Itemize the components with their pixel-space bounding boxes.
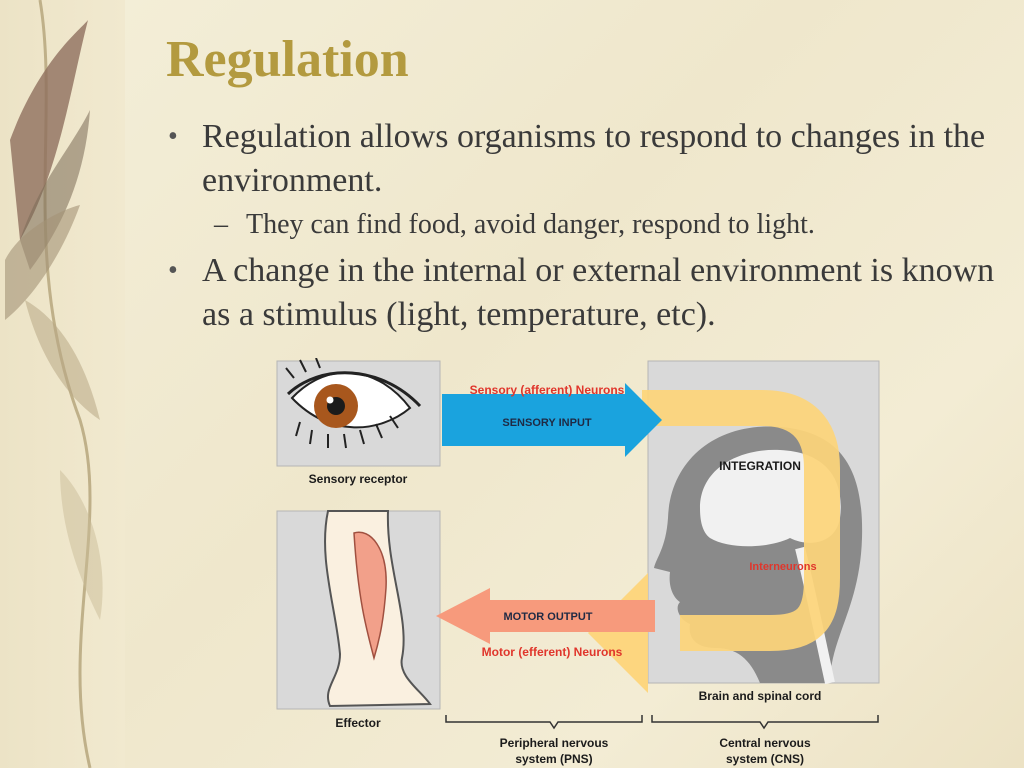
sensory-input-arrow — [442, 383, 662, 457]
motor-output-label: MOTOR OUTPUT — [503, 611, 592, 623]
interneurons-label: Interneurons — [749, 561, 816, 573]
nervous-system-diagram: Sensory (afferent) Neurons SENSORY INPUT… — [276, 358, 880, 766]
cns-label-line2: system (CNS) — [726, 752, 804, 766]
bullet-item: A change in the internal or external env… — [166, 249, 996, 337]
sensory-receptor-label: Sensory receptor — [309, 472, 408, 486]
page-title: Regulation — [166, 31, 409, 88]
bullet-item: Regulation allows organisms to respond t… — [166, 115, 996, 203]
pns-label-line1: Peripheral nervous — [500, 736, 609, 750]
pns-brace — [445, 715, 643, 730]
leaf-icon — [5, 0, 103, 768]
integration-path — [642, 390, 840, 651]
motor-neurons-label: Motor (efferent) Neurons — [482, 645, 623, 659]
sensory-input-label: SENSORY INPUT — [502, 417, 592, 429]
integration-arrow-head — [588, 573, 648, 693]
brain-spinal-label: Brain and spinal cord — [699, 689, 822, 703]
eye-icon — [285, 358, 422, 449]
cns-brace — [651, 715, 879, 730]
pns-label-line2: system (PNS) — [515, 752, 592, 766]
integration-label: INTEGRATION — [719, 459, 801, 473]
cns-label-line1: Central nervous — [719, 736, 811, 750]
sub-bullet-item: They can find food, avoid danger, respon… — [166, 205, 996, 245]
decorative-leaf-border — [0, 0, 125, 768]
bullet-list: Regulation allows organisms to respond t… — [166, 115, 996, 337]
leg-icon — [324, 510, 432, 708]
sensory-neurons-label: Sensory (afferent) Neurons — [470, 383, 625, 397]
effector-label: Effector — [335, 716, 381, 730]
motor-output-arrow — [436, 588, 655, 644]
